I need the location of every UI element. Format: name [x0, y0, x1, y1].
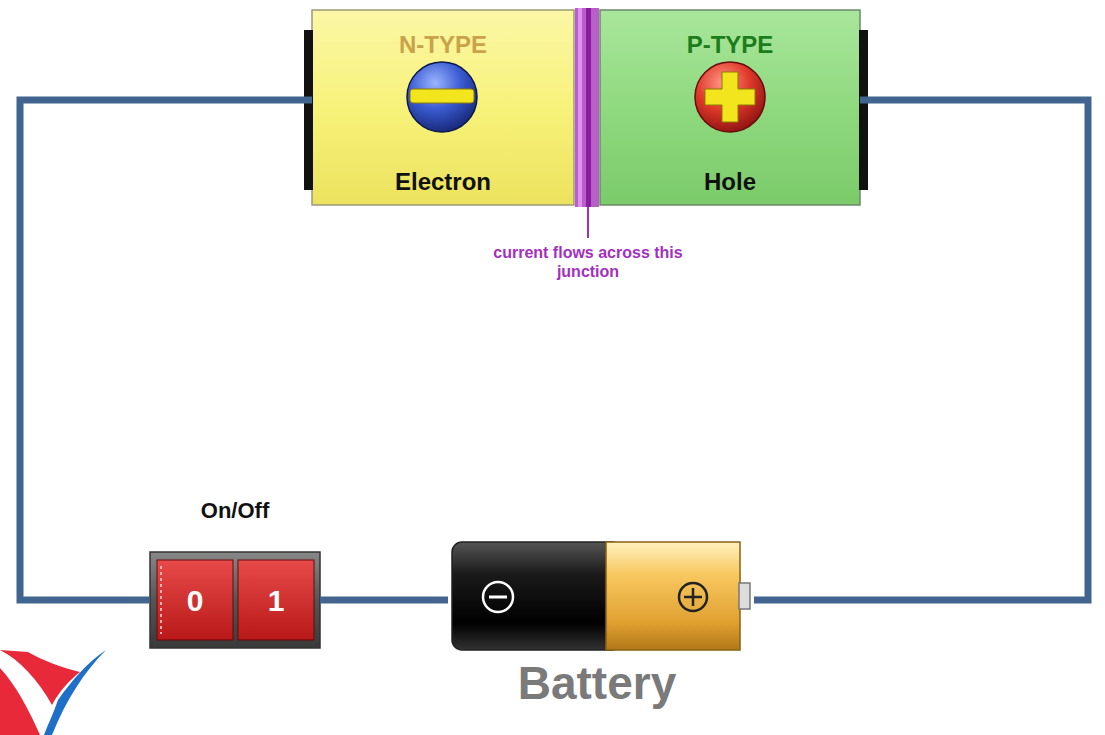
logo-blue — [44, 650, 106, 735]
node-text: N-TYPE — [399, 32, 487, 58]
minus-symbol-bar — [489, 596, 507, 599]
switch-body — [150, 552, 320, 648]
junction-bar — [575, 8, 599, 207]
electron-ball — [407, 62, 477, 132]
node-text: Battery — [518, 658, 677, 709]
component-node: 01 — [150, 552, 320, 648]
minus-symbol — [483, 582, 513, 612]
component-node: P-TYPE Hole — [600, 10, 860, 205]
plus-sign — [705, 72, 755, 122]
circuit-wire — [320, 597, 448, 604]
node-text: Electron — [395, 169, 491, 195]
n-end-cap — [304, 30, 313, 190]
leader-line — [587, 207, 589, 238]
p-type-block — [600, 10, 860, 205]
circuit-wire — [754, 100, 1088, 600]
node-text: P-TYPE — [687, 32, 774, 58]
component-node: N-TYPE Electron — [312, 10, 574, 205]
switch-panel-on — [238, 560, 314, 640]
node-text: 1 — [268, 584, 285, 617]
battery-terminal — [739, 583, 750, 609]
hole-ball — [695, 62, 765, 132]
logo-red-lower — [0, 650, 40, 735]
component-node: Battery — [448, 540, 754, 715]
node-text: Hole — [704, 169, 756, 195]
circuit-wire — [20, 100, 312, 600]
battery-negative-part — [452, 542, 622, 650]
junction-core — [586, 8, 591, 207]
plus-symbol-stem — [692, 588, 695, 606]
junction-highlight — [578, 8, 582, 207]
n-type-block — [312, 10, 574, 205]
battery-positive-part — [606, 542, 740, 650]
junction-note: current flows across this junction — [493, 243, 683, 281]
node-text: 0 — [187, 584, 204, 617]
p-end-cap — [859, 30, 868, 190]
switch-label: On/Off — [165, 498, 305, 524]
minus-sign — [410, 89, 474, 103]
plus-symbol — [679, 583, 707, 611]
switch-panel-off — [157, 560, 233, 640]
switch-ridge — [160, 566, 162, 634]
